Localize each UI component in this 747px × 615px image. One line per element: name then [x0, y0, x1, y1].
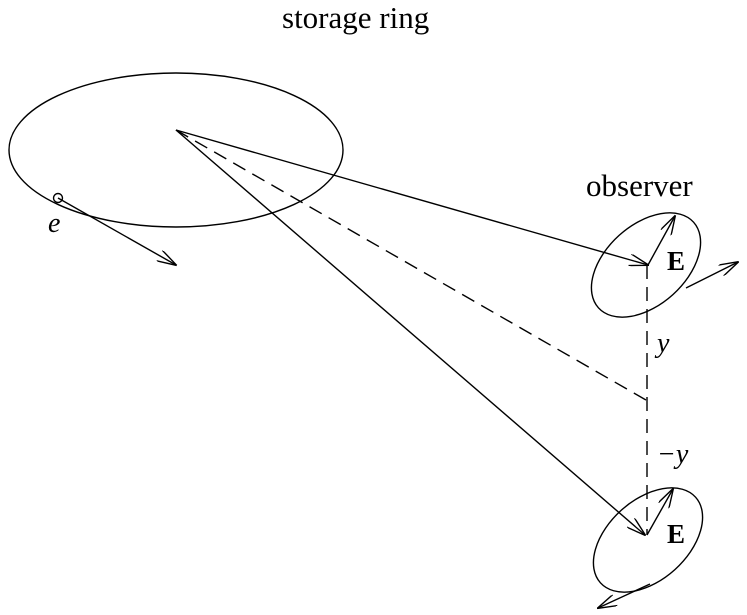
- storage-ring-ellipse: [8, 72, 344, 228]
- upper-field-vector: [647, 216, 675, 266]
- electron-label: e: [48, 208, 60, 239]
- ray-to-upper-observer: [175, 129, 648, 265]
- upper-polarization-ellipse: [590, 212, 702, 318]
- lower-polarization-ellipse: [592, 487, 704, 593]
- electron-dot: [52, 192, 64, 204]
- lower-field-label: E: [667, 519, 685, 549]
- y-label: y: [654, 328, 670, 359]
- electron-velocity-arrow: [57, 197, 176, 265]
- lower-field-vector: [646, 489, 673, 536]
- upper-field-label: E: [667, 246, 685, 276]
- minus-y-label: −y: [657, 439, 689, 470]
- ray-to-plane-center: [175, 129, 647, 401]
- storage-ring-label: storage ring: [282, 0, 429, 35]
- upper-tangent-arrow: [685, 262, 738, 289]
- observer-label: observer: [586, 168, 693, 203]
- lower-tangent-arrow: [598, 583, 651, 608]
- ray-to-lower-observer: [175, 129, 645, 535]
